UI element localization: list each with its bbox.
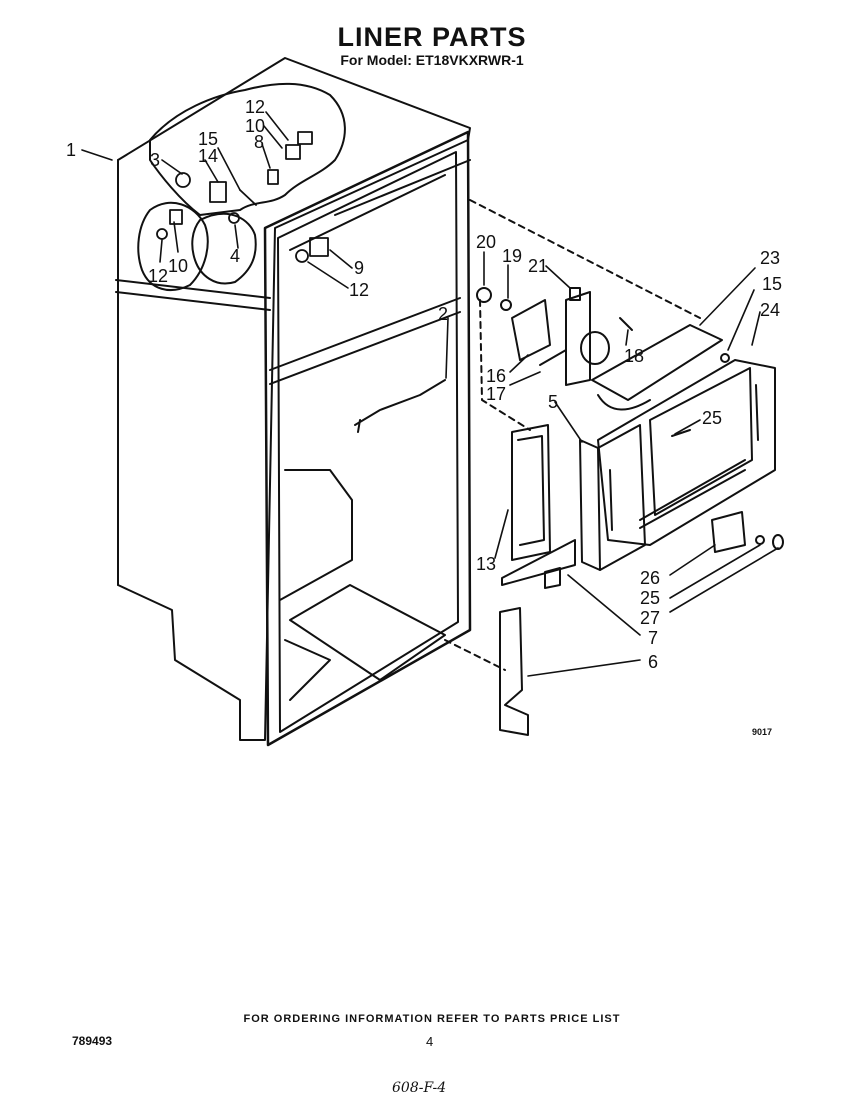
page-number: 4 xyxy=(426,1034,434,1049)
back-panel xyxy=(579,424,646,571)
callout-26: 26 xyxy=(640,568,660,588)
callout-15b: 15 xyxy=(762,274,782,294)
callout-12a: 12 xyxy=(245,97,265,117)
callout-13: 13 xyxy=(476,554,496,574)
callout-10a: 10 xyxy=(245,116,265,136)
callout-2: 2 xyxy=(438,304,448,324)
callout-6: 6 xyxy=(648,652,658,672)
liner-cabinet xyxy=(115,57,701,747)
callout-3: 3 xyxy=(150,150,160,170)
callout-19: 19 xyxy=(502,246,522,266)
callout-12b: 12 xyxy=(148,266,168,286)
callout-9: 9 xyxy=(354,258,364,278)
wire-harness xyxy=(354,379,446,433)
cutaway-top xyxy=(149,82,346,285)
callout-25b: 25 xyxy=(640,588,660,608)
handwritten-note: 608-F-4 xyxy=(392,1080,447,1096)
fan-motor-assembly xyxy=(476,287,633,386)
callout-10b: 10 xyxy=(168,256,188,276)
model-line: For Model: ET18VKXRWR-1 xyxy=(340,52,524,68)
callout-23: 23 xyxy=(760,248,780,268)
callout-27: 27 xyxy=(640,608,660,628)
callout-25a: 25 xyxy=(702,408,722,428)
callout-labels: 1 2 3 4 5 6 7 8 9 10 10 12 12 12 13 14 1… xyxy=(66,97,782,672)
callout-21: 21 xyxy=(528,256,548,276)
page-title: LINER PARTS xyxy=(337,22,527,52)
leader-lines xyxy=(81,111,779,677)
callout-17: 17 xyxy=(486,384,506,404)
callout-5: 5 xyxy=(548,392,558,412)
ordering-note: FOR ORDERING INFORMATION REFER TO PARTS … xyxy=(243,1013,621,1025)
callout-14: 14 xyxy=(198,146,218,166)
callout-1: 1 xyxy=(66,140,76,160)
ducts xyxy=(499,424,576,736)
callout-8: 8 xyxy=(254,132,264,152)
callout-15a: 15 xyxy=(198,129,218,149)
part-number: 789493 xyxy=(72,1034,113,1048)
callout-20: 20 xyxy=(476,232,496,252)
callout-16: 16 xyxy=(486,366,506,386)
callout-12c: 12 xyxy=(349,280,369,300)
callout-7: 7 xyxy=(648,628,658,648)
evaporator-cover xyxy=(591,324,776,546)
callout-18: 18 xyxy=(624,346,644,366)
cutaway-lower xyxy=(137,201,209,291)
side-hardware xyxy=(156,131,329,263)
figure-code: 9017 xyxy=(752,727,773,737)
callout-4: 4 xyxy=(230,246,240,266)
callout-24: 24 xyxy=(760,300,780,320)
small-fasteners xyxy=(711,511,784,553)
